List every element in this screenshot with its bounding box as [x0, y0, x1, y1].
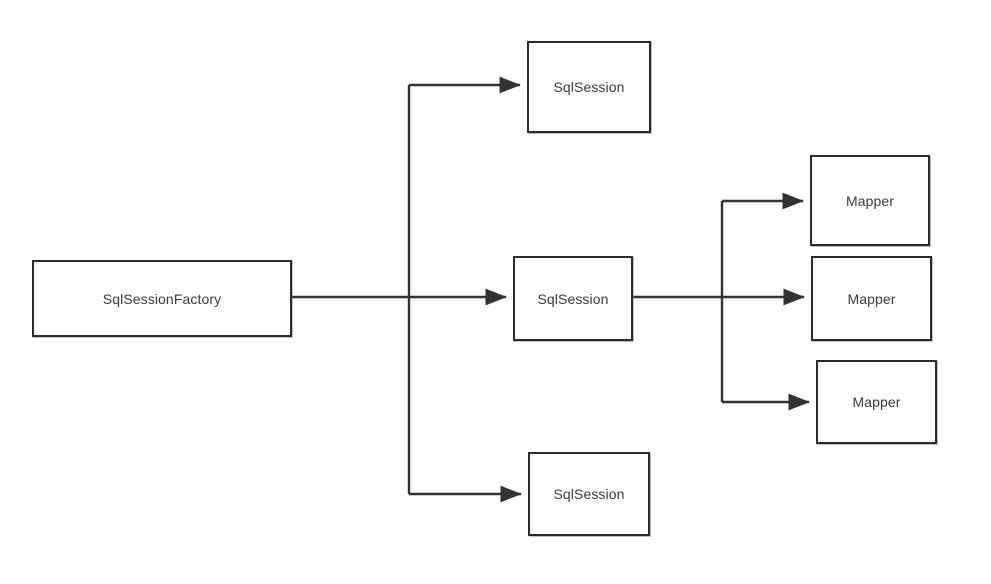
node-label: Mapper — [845, 192, 895, 209]
node-mapper-middle[interactable]: Mapper — [811, 256, 932, 341]
node-sql-session-bottom[interactable]: SqlSession — [528, 452, 650, 536]
node-label: SqlSession — [553, 79, 625, 95]
node-label: SqlSession — [537, 290, 609, 307]
node-sql-session-factory[interactable]: SqlSessionFactory — [32, 260, 292, 337]
node-label: SqlSession — [553, 486, 625, 502]
node-label: Mapper — [852, 394, 901, 410]
node-label: Mapper — [847, 290, 896, 307]
node-sql-session-middle[interactable]: SqlSession — [513, 256, 633, 341]
edge-factory-to-sessions — [292, 76, 522, 503]
node-sql-session-top[interactable]: SqlSession — [527, 41, 651, 133]
node-mapper-bottom[interactable]: Mapper — [816, 360, 937, 444]
edge-session-to-mappers — [633, 192, 810, 411]
node-label: SqlSessionFactory — [102, 290, 222, 307]
node-mapper-top[interactable]: Mapper — [810, 155, 930, 246]
